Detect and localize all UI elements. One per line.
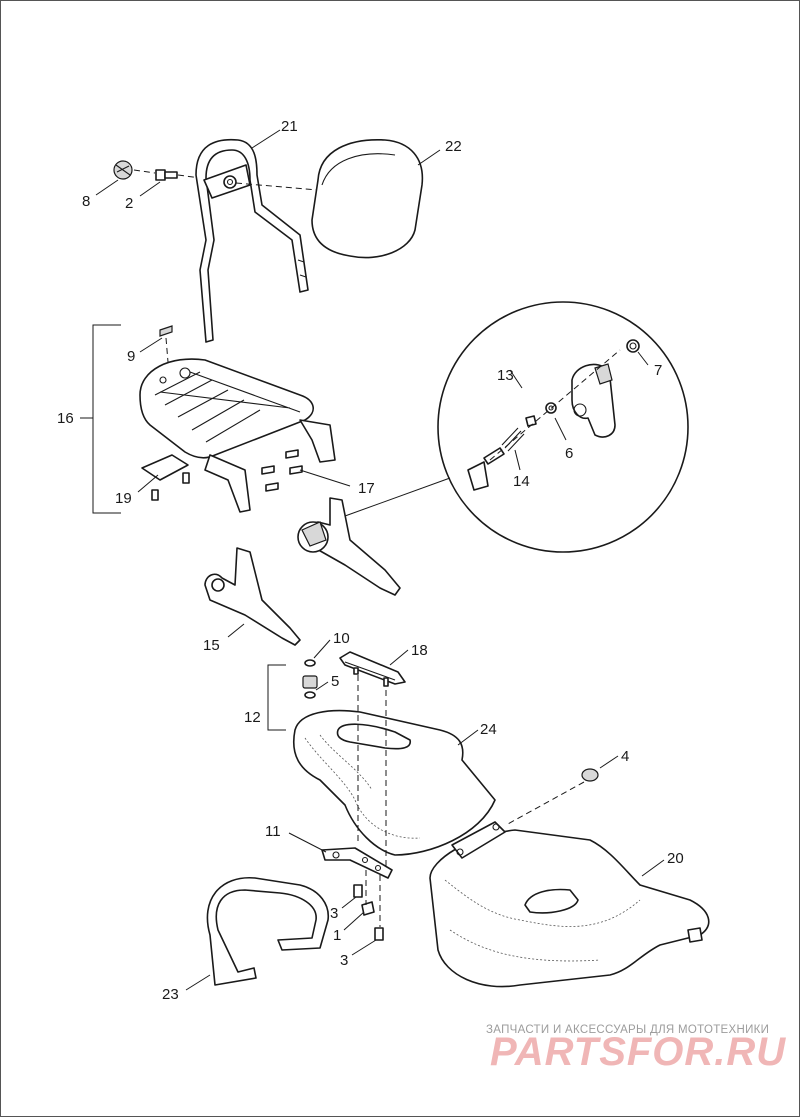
part-2-screw bbox=[155, 169, 178, 181]
part-3-screw-upper bbox=[353, 884, 363, 898]
part-15-side-plate-right bbox=[297, 497, 401, 596]
callout-8: 8 bbox=[82, 193, 90, 210]
part-3-screw-lower bbox=[374, 927, 384, 941]
part-4-plug bbox=[581, 768, 599, 782]
callout-19: 19 bbox=[115, 490, 132, 507]
callout-6: 6 bbox=[565, 445, 573, 462]
watermark-tagline: ЗАПЧАСТИ И АКСЕССУАРЫ ДЛЯ МОТОТЕХНИКИ bbox=[486, 1024, 770, 1036]
callout-22: 22 bbox=[445, 138, 462, 155]
callout-9: 9 bbox=[127, 348, 135, 365]
part-18-strap bbox=[339, 651, 406, 687]
callout-20: 20 bbox=[667, 850, 684, 867]
callout-18: 18 bbox=[411, 642, 428, 659]
callout-4: 4 bbox=[621, 748, 629, 765]
part-16-luggage-rack bbox=[139, 358, 336, 513]
part-21-upright bbox=[195, 138, 309, 343]
part-20-seat bbox=[429, 821, 710, 988]
callout-14: 14 bbox=[513, 473, 530, 490]
part-11-mount-bracket bbox=[321, 847, 393, 879]
callout-2: 2 bbox=[125, 195, 133, 212]
leader-21-22 bbox=[235, 182, 319, 191]
bracket-12 bbox=[267, 664, 286, 731]
callout-23: 23 bbox=[162, 986, 179, 1003]
part-5-knob bbox=[302, 675, 318, 699]
callout-12: 12 bbox=[244, 709, 261, 726]
bracket-16 bbox=[80, 324, 121, 514]
callout-5: 5 bbox=[331, 673, 339, 690]
callout-3-upper: 3 bbox=[330, 905, 338, 922]
callout-24: 24 bbox=[480, 721, 497, 738]
part-9-plug bbox=[159, 325, 173, 337]
part-19-bracket bbox=[141, 454, 190, 501]
part-1-nut bbox=[361, 901, 375, 916]
part-8-nut bbox=[113, 160, 133, 180]
leader-lines bbox=[95, 129, 665, 991]
callout-7: 7 bbox=[654, 362, 662, 379]
callout-3-lower: 3 bbox=[340, 952, 348, 969]
callout-10: 10 bbox=[333, 630, 350, 647]
leader-3-dashes bbox=[365, 870, 381, 927]
callout-17: 17 bbox=[358, 480, 375, 497]
detail-latch-callout bbox=[344, 301, 689, 553]
part-17-screws bbox=[261, 449, 303, 492]
part-10-washer bbox=[304, 659, 316, 667]
part-24-pillion bbox=[293, 709, 496, 856]
leader-9 bbox=[165, 337, 169, 363]
leader-4 bbox=[505, 781, 585, 826]
callout-11: 11 bbox=[265, 823, 281, 840]
part-23-strap bbox=[206, 877, 329, 986]
callout-labels: 8 2 21 22 9 16 19 17 13 7 6 14 15 10 5 1… bbox=[57, 118, 684, 1003]
leader-18-dashes bbox=[357, 675, 387, 870]
part-15-side-plate bbox=[204, 547, 301, 646]
callout-13: 13 bbox=[497, 367, 514, 384]
callout-1: 1 bbox=[333, 927, 341, 944]
callout-16: 16 bbox=[57, 410, 74, 427]
callout-15: 15 bbox=[203, 637, 220, 654]
watermark-logo: PARTSFOR.RU bbox=[490, 1030, 787, 1074]
part-22-backrest-pad bbox=[311, 139, 424, 259]
callout-21: 21 bbox=[281, 118, 298, 135]
